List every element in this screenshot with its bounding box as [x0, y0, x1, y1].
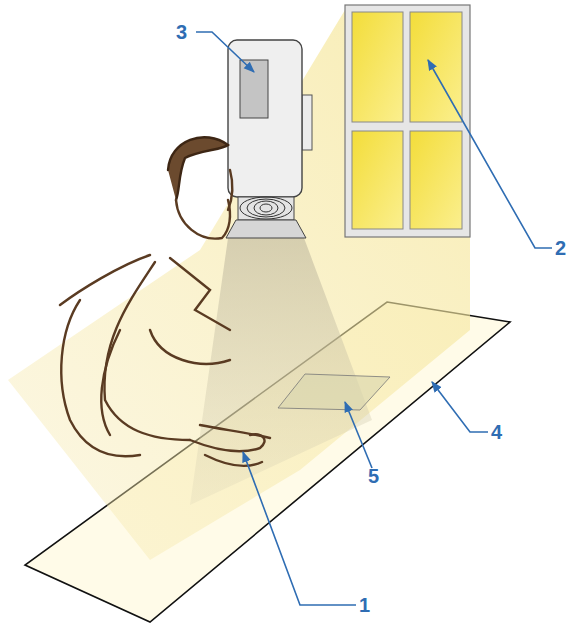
- lamp-display: [240, 60, 268, 118]
- callout-number: 1: [359, 595, 370, 615]
- lamp-bracket: [302, 95, 312, 150]
- window-pane: [410, 131, 462, 229]
- daylight-beam: [8, 10, 470, 560]
- task-area: [278, 374, 390, 410]
- callout-number: 3: [176, 22, 187, 42]
- lamp-housing: [228, 40, 302, 197]
- callout-number: 5: [368, 466, 379, 486]
- lamp-base: [226, 220, 306, 238]
- sensor-rings: [240, 197, 292, 219]
- window-pane: [352, 12, 403, 122]
- leader-lines: [196, 32, 552, 605]
- light-cone: [190, 238, 372, 505]
- lamp-neck: [238, 197, 294, 220]
- window-frame: [345, 5, 470, 237]
- callout-number: 4: [491, 422, 502, 442]
- callout-number: 2: [555, 238, 566, 258]
- window-pane: [352, 131, 403, 229]
- person-sketch: [60, 137, 270, 466]
